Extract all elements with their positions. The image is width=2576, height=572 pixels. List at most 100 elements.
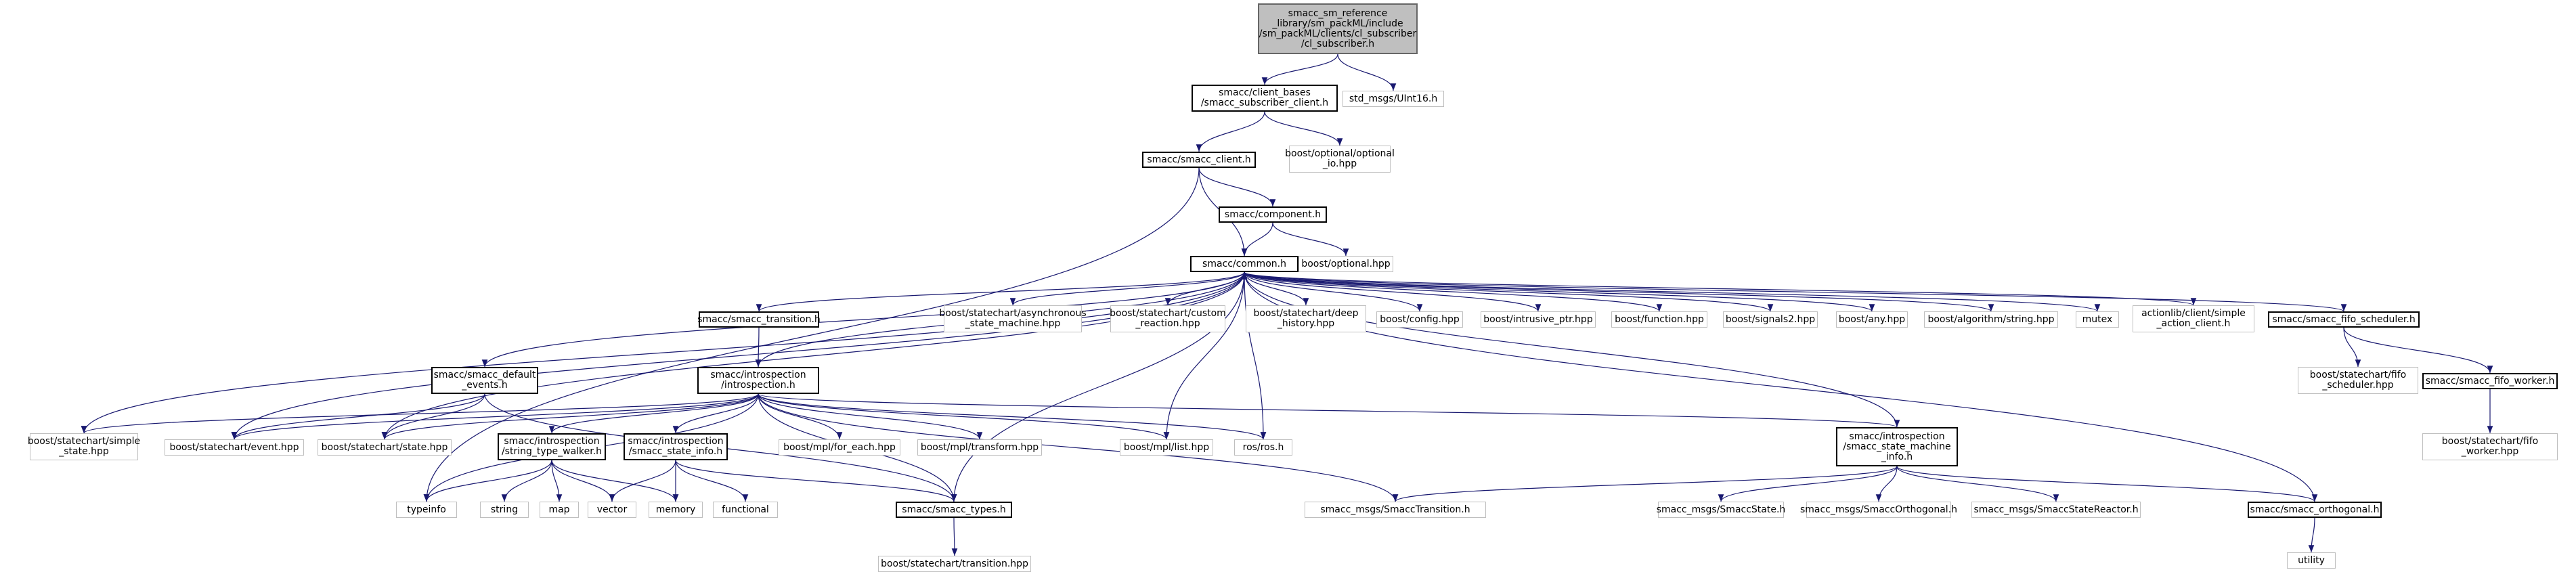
node-smacc-smacc-fifo-worker-h[interactable]: smacc/smacc_fifo_worker.h: [2422, 373, 2558, 389]
edge-n3-to-n5: [1198, 167, 1276, 207]
node-smacc-msgs-smaccstatereactor-h: smacc_msgs/SmaccStateReactor.h: [1971, 502, 2141, 518]
edge-n6-to-n9: [1009, 271, 1245, 306]
node-boost-intrusive-ptr-hpp: boost/intrusive_ptr.hpp: [1481, 311, 1596, 328]
node-smacc-smacc-transition-h[interactable]: smacc/smacc_transition.h: [697, 311, 821, 328]
node-smacc-introspection-string-type-walker-h[interactable]: smacc/introspection /string_type_walker.…: [498, 433, 606, 460]
edge-n6-to-n17: [1244, 271, 1994, 312]
node-smacc-common-h[interactable]: smacc/common.h: [1190, 256, 1298, 272]
node-boost-statechart-transition-hpp: boost/statechart/transition.hpp: [878, 556, 1031, 572]
node-boost-statechart-asynchronous-state-machine-hpp: boost/statechart/asynchronous _state_mac…: [939, 305, 1087, 332]
node-smacc-msgs-smacctransition-h: smacc_msgs/SmaccTransition.h: [1305, 502, 1486, 518]
edge-n6-to-n33: [1244, 271, 1267, 440]
edge-n29-to-n39: [609, 460, 676, 502]
node-smacc-smacc-default-events-h[interactable]: smacc/smacc_default _events.h: [431, 367, 538, 394]
edge-n6-to-n18: [1244, 271, 2100, 312]
edge-n22-to-n28: [548, 393, 759, 434]
edge-n34-to-n46: [1896, 466, 2059, 502]
edge-n34-to-n47: [1896, 466, 2318, 502]
node-vector: vector: [588, 502, 636, 518]
node-smacc-smacc-types-h[interactable]: smacc/smacc_types.h: [896, 502, 1012, 518]
edge-n34-to-n43: [1392, 466, 1898, 502]
edge-n22-to-n32: [758, 393, 1170, 440]
node-boost-statechart-simple-state-hpp: boost/statechart/simple _state.hpp: [28, 433, 140, 460]
node-typeinfo: typeinfo: [396, 502, 457, 518]
edge-n28-to-n38: [551, 460, 563, 502]
edge-n34-to-n6: [1241, 271, 1898, 428]
edge-n1-to-n3: [1196, 111, 1265, 152]
edge-n22-to-n25: [81, 393, 759, 434]
node-smacc-smacc-fifo-scheduler-h[interactable]: smacc/smacc_fifo_scheduler.h: [2268, 311, 2420, 328]
node-boost-optional-hpp: boost/optional.hpp: [1298, 256, 1393, 272]
node-map: map: [540, 502, 579, 518]
edge-n22-to-n30: [758, 393, 843, 440]
edge-n21-to-n26: [231, 393, 485, 440]
edge-n29-to-n42: [675, 460, 957, 502]
edge-n1-to-n4: [1264, 111, 1343, 146]
node-boost-statechart-fifo-scheduler-hpp: boost/statechart/fifo _scheduler.hpp: [2298, 367, 2418, 394]
node-smacc-sm-reference-library-sm-packml-include-sm-packml-clients-cl-subscriber-cl-subscriber-h: smacc_sm_reference _library/sm_packML/in…: [1258, 3, 1418, 54]
node-boost-mpl-list-hpp: boost/mpl/list.hpp: [1120, 439, 1213, 456]
edge-n6-to-n8: [756, 271, 1245, 312]
edge-n28-to-n40: [551, 460, 679, 502]
edge-n42-to-n48: [951, 517, 958, 556]
edge-n6-to-n26: [231, 271, 1245, 440]
node-utility: utility: [2287, 552, 2336, 569]
edge-n34-to-n44: [1718, 466, 1898, 502]
node-std-msgs-uint16-h: std_msgs/UInt16.h: [1342, 91, 1444, 107]
edge-n22-to-n27: [381, 393, 759, 440]
edge-n8-to-n22: [755, 327, 762, 368]
edge-n22-to-n29: [672, 393, 759, 434]
node-smacc-client-bases-smacc-subscriber-client-h[interactable]: smacc/client_bases /smacc_subscriber_cli…: [1192, 85, 1338, 112]
node-boost-signals2-hpp: boost/signals2.hpp: [1723, 311, 1818, 328]
node-boost-optional-optional-io-hpp: boost/optional/optional _io.hpp: [1285, 146, 1395, 173]
node-boost-statechart-state-hpp: boost/statechart/state.hpp: [318, 439, 452, 456]
node-boost-function-hpp: boost/function.hpp: [1611, 311, 1707, 328]
edge-n6-to-n15: [1244, 271, 1774, 312]
node-smacc-smacc-client-h[interactable]: smacc/smacc_client.h: [1142, 152, 1256, 168]
node-mutex: mutex: [2076, 311, 2119, 328]
edge-n6-to-n14: [1244, 271, 1663, 312]
node-smacc-introspection-smacc-state-info-h[interactable]: smacc/introspection /smacc_state_info.h: [624, 433, 728, 460]
edge-n0-to-n2: [1337, 53, 1397, 91]
edge-n28-to-n36: [423, 460, 552, 502]
node-actionlib-client-simple-action-client-h: actionlib/client/simple _action_client.h: [2133, 305, 2254, 332]
edge-n22-to-n34: [758, 393, 1900, 428]
edge-n6-to-n16: [1244, 271, 1875, 312]
node-boost-mpl-for-each-hpp: boost/mpl/for_each.hpp: [779, 439, 900, 456]
edge-n6-to-n13: [1244, 271, 1542, 312]
edge-n5-to-n6: [1241, 222, 1273, 257]
dependency-edges: [81, 53, 2493, 556]
node-smacc-introspection-introspection-h[interactable]: smacc/introspection /introspection.h: [697, 367, 819, 394]
node-boost-config-hpp: boost/config.hpp: [1376, 311, 1463, 328]
edge-n6-to-n27: [381, 271, 1245, 440]
node-boost-statechart-deep-history-hpp: boost/statechart/deep _history.hpp: [1246, 305, 1366, 332]
node-smacc-smacc-orthogonal-h[interactable]: smacc/smacc_orthogonal.h: [2248, 502, 2382, 518]
edge-n22-to-n31: [758, 393, 983, 440]
edge-n34-to-n45: [1875, 466, 1898, 502]
node-smacc-component-h[interactable]: smacc/component.h: [1219, 206, 1327, 223]
edge-n28-to-n37: [501, 460, 552, 502]
edge-n47-to-n49: [2308, 517, 2315, 553]
edge-n20-to-n23: [2343, 327, 2361, 368]
edge-n6-to-n42: [951, 271, 1245, 502]
node-ros-ros-h: ros/ros.h: [1234, 439, 1292, 456]
edge-n21-to-n27: [381, 393, 485, 440]
node-boost-statechart-custom-reaction-hpp: boost/statechart/custom _reaction.hpp: [1110, 305, 1226, 332]
edge-n22-to-n43: [758, 393, 1399, 502]
edge-n20-to-n24: [2343, 327, 2493, 374]
node-smacc-introspection-smacc-state-machine-info-h[interactable]: smacc/introspection /smacc_state_machine…: [1836, 427, 1958, 466]
edge-n22-to-n33: [758, 393, 1267, 440]
edge-n3-to-n36: [423, 167, 1200, 502]
edge-n29-to-n41: [675, 460, 749, 502]
edge-n6-to-n12: [1244, 271, 1423, 312]
node-boost-algorithm-string-hpp: boost/algorithm/string.hpp: [1924, 311, 2058, 328]
node-boost-statechart-fifo-worker-hpp: boost/statechart/fifo _worker.hpp: [2422, 433, 2558, 460]
node-functional: functional: [713, 502, 778, 518]
node-memory: memory: [649, 502, 703, 518]
edge-n6-to-n25: [81, 271, 1245, 434]
edge-n22-to-n26: [231, 393, 759, 440]
node-boost-mpl-transform-hpp: boost/mpl/transform.hpp: [917, 439, 1042, 456]
edge-n5-to-n7: [1272, 222, 1349, 257]
